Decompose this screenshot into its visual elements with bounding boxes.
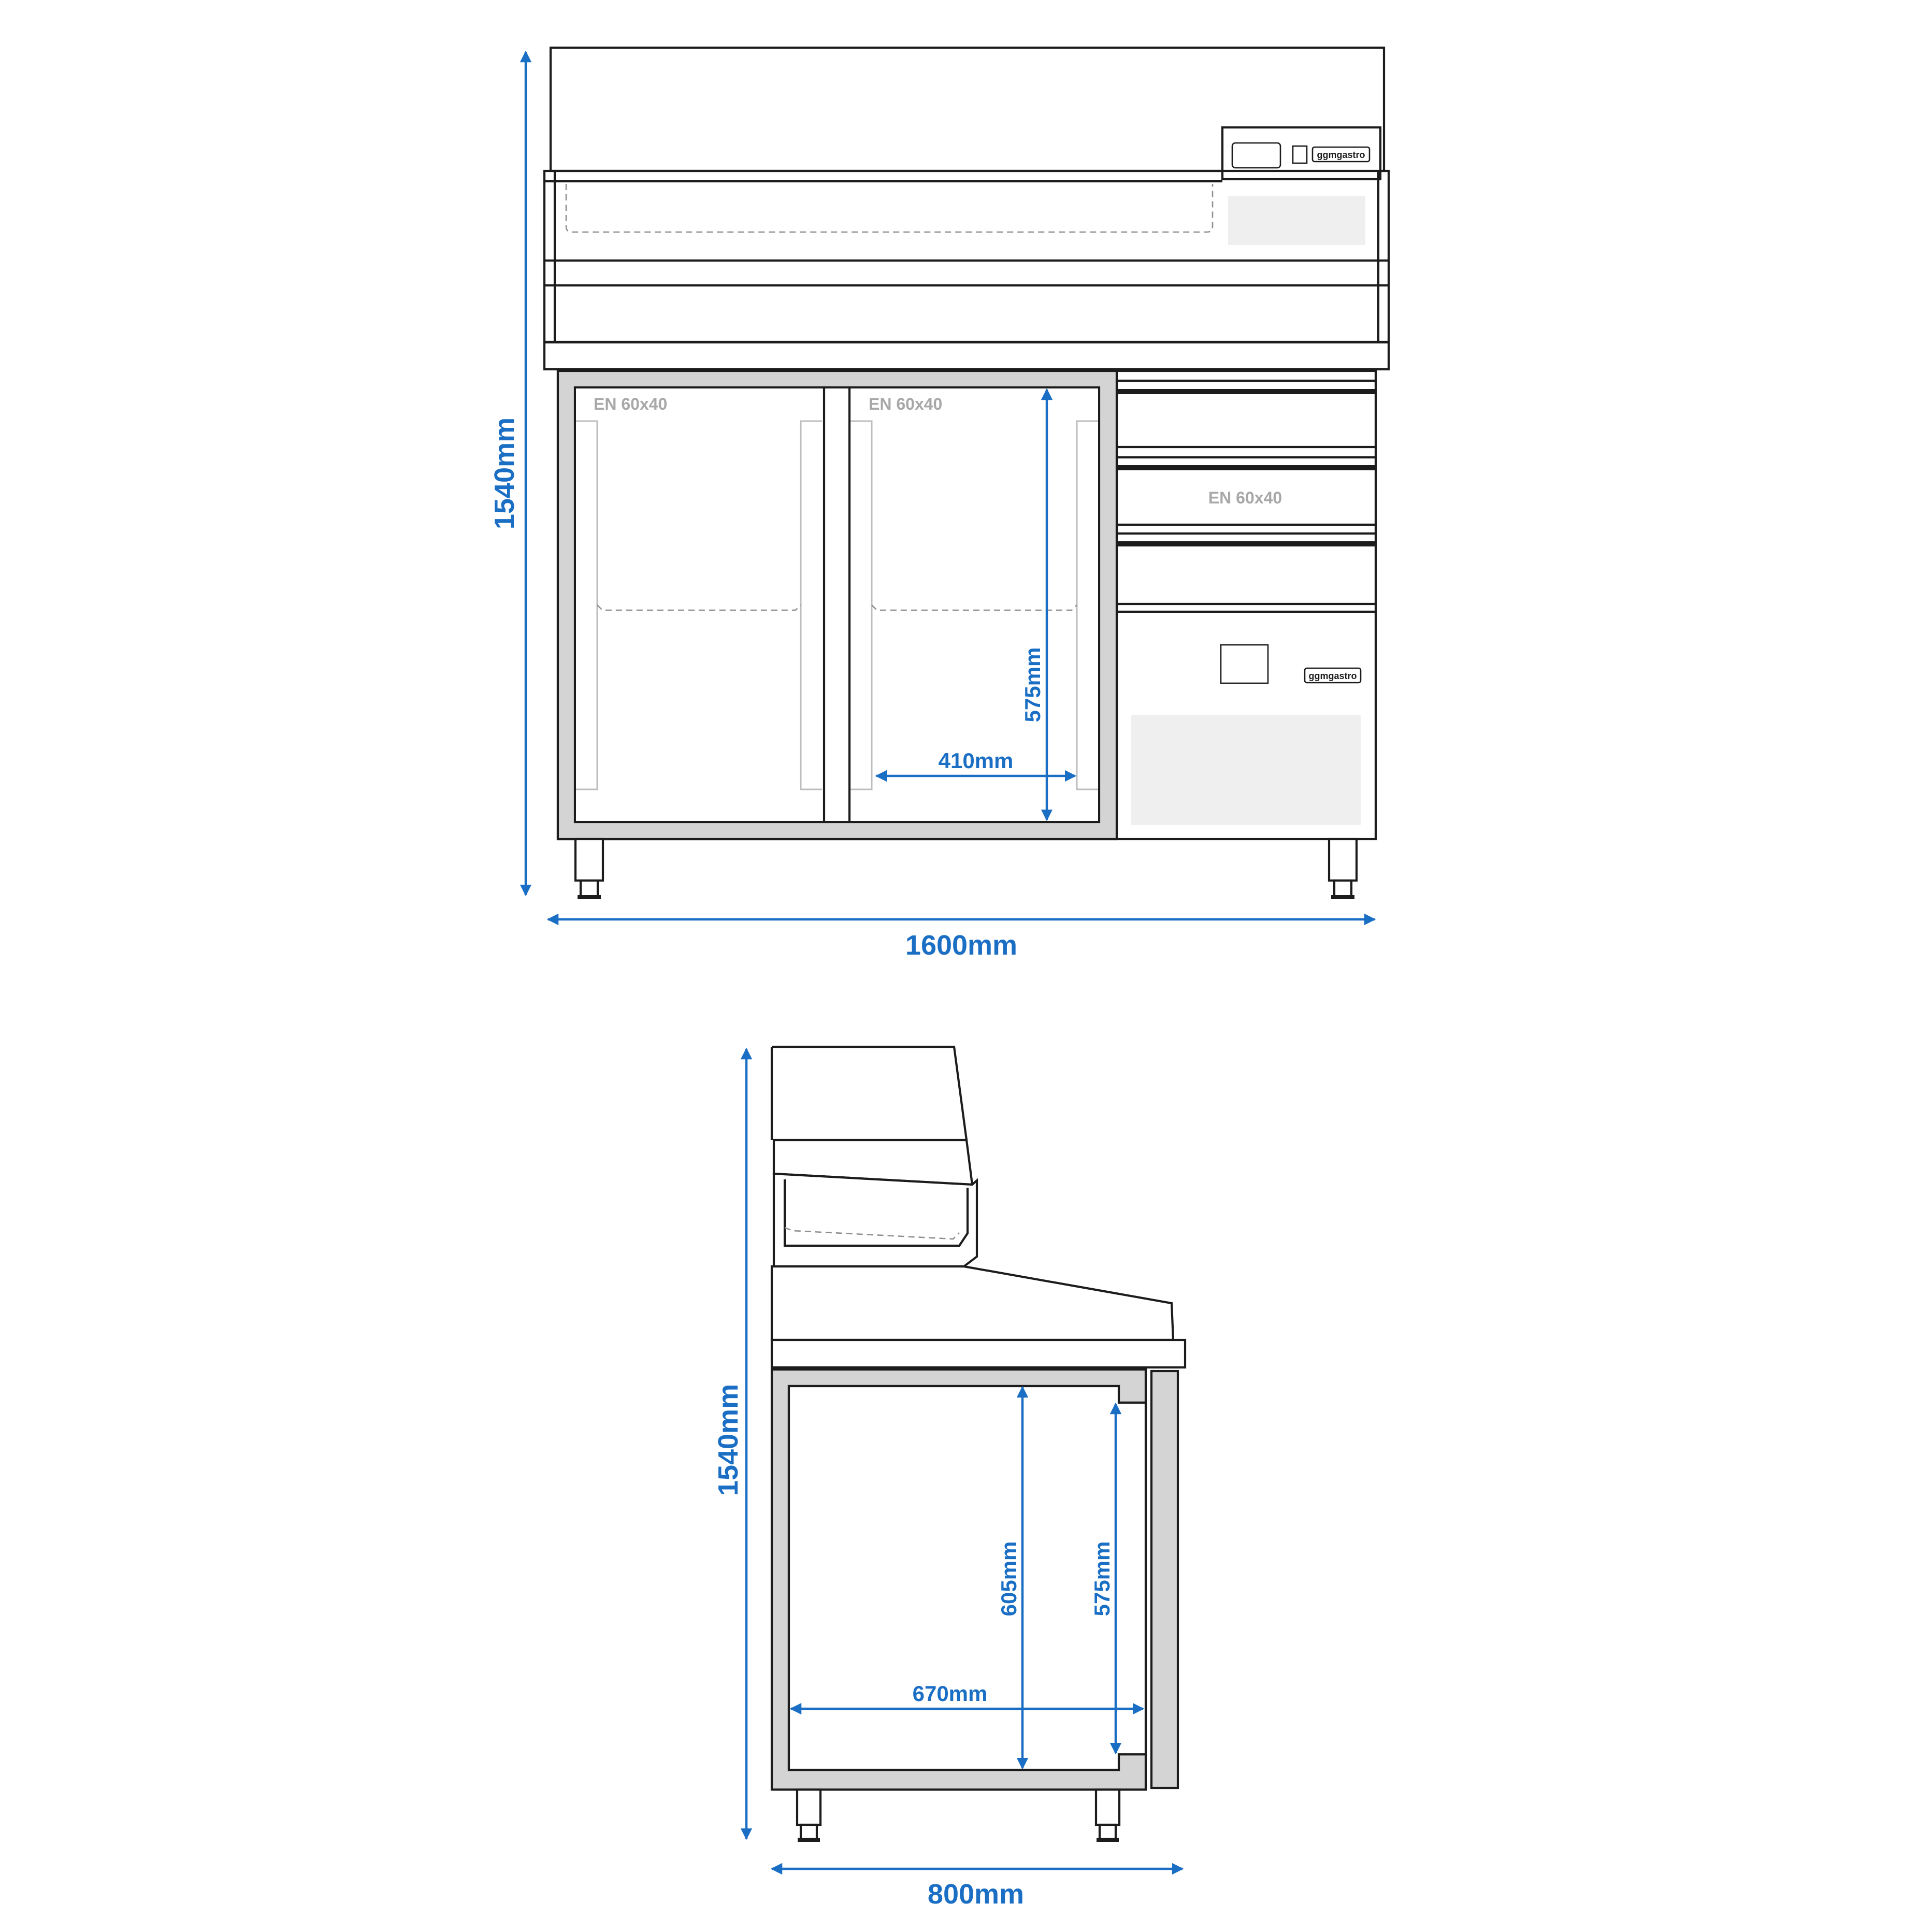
front-drawer-label: EN 60x40 — [1208, 488, 1282, 507]
front-brand-badge — [1311, 146, 1371, 163]
front-legs — [574, 838, 1358, 899]
front-unit-glass — [1131, 715, 1361, 825]
side-inner-height-label: 605mm — [997, 1541, 1021, 1617]
side-topping-section — [772, 1172, 978, 1268]
front-topping-glass — [1228, 196, 1365, 245]
side-topping-inner — [783, 1179, 969, 1247]
front-door-frame — [556, 369, 1118, 841]
side-glass-guard — [772, 1045, 968, 1141]
front-height-label: 1540mm — [489, 417, 520, 529]
side-legs — [796, 1788, 1121, 1842]
side-topping-pan — [784, 1227, 960, 1240]
side-depth-label: 800mm — [928, 1879, 1024, 1910]
front-inner-width-label: 410mm — [939, 748, 1014, 773]
front-inner-height-label: 575mm — [1020, 647, 1045, 723]
front-width-label: 1600mm — [905, 930, 1017, 961]
front-door-glass — [576, 388, 1098, 821]
side-cabinet-interior — [787, 1385, 1147, 1771]
side-view: 1540mm 800mm 605mm 575mm 670mm — [713, 1045, 1187, 1910]
front-shelf-left — [597, 604, 801, 611]
front-drawers — [1117, 379, 1376, 613]
front-control-switch — [1292, 145, 1308, 164]
front-container-label-left: EN 60x40 — [594, 395, 667, 413]
side-height-label: 1540mm — [713, 1384, 744, 1496]
front-container-label-right: EN 60x40 — [869, 395, 942, 413]
front-view: ggmgastro — [489, 46, 1390, 961]
side-door — [1150, 1369, 1179, 1790]
side-slanted-top — [770, 1265, 1175, 1342]
front-control-display-2 — [1220, 644, 1269, 684]
side-door-height-label: 575mm — [1090, 1541, 1114, 1617]
front-brand-text-2: ggmgastro — [1308, 671, 1357, 681]
front-shelf-right — [871, 604, 1077, 611]
front-topping-pans-outline — [565, 184, 1214, 233]
side-worktop — [770, 1338, 1187, 1369]
side-inner-depth-label: 670mm — [913, 1681, 988, 1706]
front-worktop — [543, 341, 1390, 371]
front-brand-badge-2 — [1304, 667, 1362, 684]
front-brand-text: ggmgastro — [1317, 150, 1365, 160]
front-control-display — [1231, 142, 1281, 169]
